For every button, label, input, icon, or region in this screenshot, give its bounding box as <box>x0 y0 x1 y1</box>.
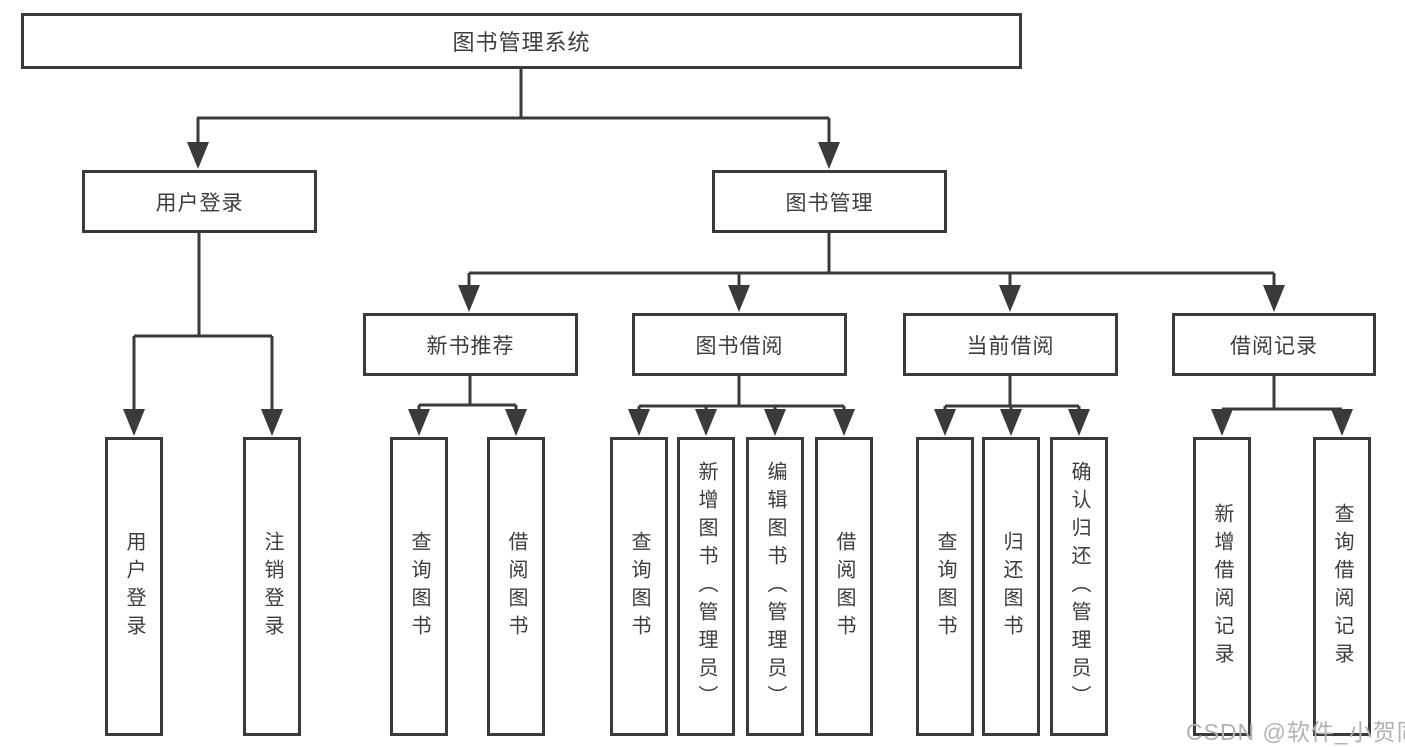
node-borrow-records: 借阅记录 <box>1172 313 1376 376</box>
connector-new-book-recommend-to-leaves <box>408 376 527 436</box>
leaf-borrow-books: 借阅图书 <box>815 437 873 736</box>
leaf-label: 借阅图书 <box>505 530 527 643</box>
leaf-query-borrow-record: 查询借阅记录 <box>1313 437 1371 736</box>
leaf-label: 归还图书 <box>1000 530 1022 643</box>
watermark-text: CSDN @软件_小贺同学 <box>1186 719 1405 745</box>
leaf-query-books-recommend: 查询图书 <box>390 437 448 736</box>
connector-borrow-records-to-leaves <box>1211 376 1353 436</box>
node-current-borrow: 当前借阅 <box>903 313 1118 376</box>
node-user-login: 用户登录 <box>82 170 317 233</box>
leaf-label: 查询图书 <box>408 530 430 643</box>
leaf-label: 用户登录 <box>123 530 145 643</box>
leaf-logout-login: 注销登录 <box>243 437 301 736</box>
leaf-label: 新增图书（管理员） <box>695 460 717 713</box>
leaf-label: 新增借阅记录 <box>1211 502 1233 671</box>
node-label: 图书管理系统 <box>452 30 591 55</box>
node-label: 新书推荐 <box>426 334 515 358</box>
leaf-label: 编辑图书（管理员） <box>764 460 786 713</box>
node-book-management: 图书管理 <box>712 170 947 233</box>
connector-book-borrow-to-leaves <box>628 376 855 436</box>
leaf-label: 查询图书 <box>934 530 956 643</box>
connector-book-management-to-level3 <box>458 233 1285 312</box>
node-label: 当前借阅 <box>966 334 1055 358</box>
connector-root-to-level2 <box>187 68 840 169</box>
leaf-add-book-admin: 新增图书（管理员） <box>677 437 735 736</box>
connector-user-login-to-leaves <box>123 233 283 436</box>
node-library-management-system: 图书管理系统 <box>21 13 1022 69</box>
node-label: 用户登录 <box>155 191 244 215</box>
leaf-label: 借阅图书 <box>833 530 855 643</box>
node-book-borrow: 图书借阅 <box>632 313 847 376</box>
leaf-label: 查询借阅记录 <box>1331 502 1353 671</box>
leaf-query-books-current: 查询图书 <box>916 437 974 736</box>
node-label: 图书管理 <box>785 191 874 215</box>
leaf-borrow-books-recommend: 借阅图书 <box>487 437 545 736</box>
leaf-return-book: 归还图书 <box>982 437 1040 736</box>
leaf-label: 确认归还（管理员） <box>1068 460 1090 713</box>
node-label: 借阅记录 <box>1230 334 1318 358</box>
leaf-query-books-borrow: 查询图书 <box>610 437 668 736</box>
node-new-book-recommend: 新书推荐 <box>363 313 578 376</box>
leaf-confirm-return-admin: 确认归还（管理员） <box>1050 437 1108 736</box>
leaf-label: 注销登录 <box>261 530 283 643</box>
leaf-edit-book-admin: 编辑图书（管理员） <box>746 437 804 736</box>
leaf-user-login: 用户登录 <box>105 437 163 736</box>
leaf-add-borrow-record: 新增借阅记录 <box>1193 437 1251 736</box>
connector-current-borrow-to-leaves <box>934 376 1090 436</box>
node-label: 图书借阅 <box>695 334 784 358</box>
leaf-label: 查询图书 <box>628 530 650 643</box>
